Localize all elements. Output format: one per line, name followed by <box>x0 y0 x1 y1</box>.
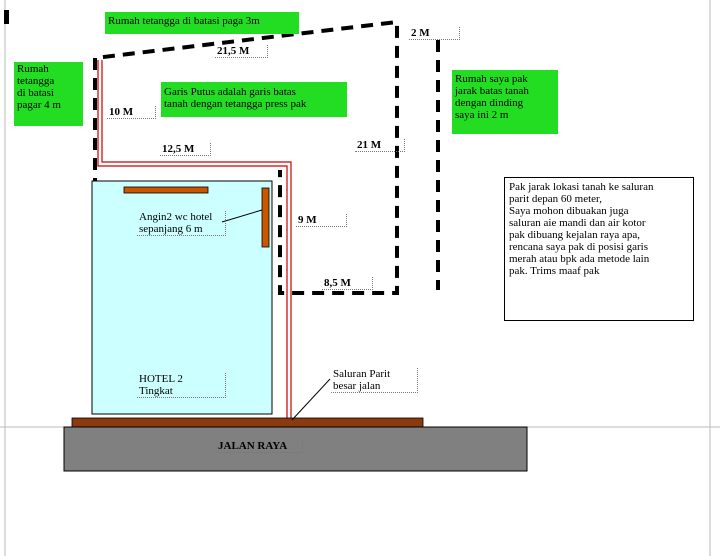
label-channel-line: besar jalan <box>333 380 381 392</box>
label-dashed-note-line: tanah dengan tetangga press pak <box>164 98 307 110</box>
label-hotel-line: Tingkat <box>139 385 173 397</box>
label-road: JALAN RAYA <box>216 440 303 453</box>
note-line: saluran aie mandi dan air kotor <box>509 217 646 229</box>
dim-12-5: 12,5 M <box>160 143 211 156</box>
drainage-channel <box>71 417 424 428</box>
wc-vent-vertical <box>261 187 270 248</box>
note-line: parit depan 60 meter, <box>509 193 603 205</box>
dim-21: 21 M <box>355 139 405 152</box>
wc-vent-horizontal <box>123 186 209 194</box>
boundary-dashed-line <box>93 19 399 410</box>
label-left-neighbor: Rumah tetangga di batasi pagar 4 m <box>14 62 83 126</box>
label-left-neighbor-line: Rumah <box>17 63 49 75</box>
label-wc-vent: Angin2 wc hotel sepanjang 6 m <box>137 211 226 236</box>
label-wc-vent-line: Angin2 wc hotel <box>139 211 213 223</box>
label-right-house-line: saya ini 2 m <box>455 109 509 121</box>
label-right-house-line: dengan dinding <box>455 97 524 109</box>
label-top-neighbor-text: Rumah tetangga di batasi paga 3m <box>108 15 260 27</box>
planned-drain-line-outer <box>97 60 288 418</box>
label-top-neighbor: Rumah tetangga di batasi paga 3m <box>105 12 299 34</box>
dim-10: 10 M <box>107 106 156 119</box>
note-line: pak dibuang kejalan raya apa, <box>509 229 641 241</box>
label-dashed-note: Garis Putus adalah garis batas tanah den… <box>161 82 347 117</box>
label-right-house-line: Rumah saya pak <box>455 73 528 85</box>
channel-arrow <box>291 378 331 421</box>
label-left-neighbor-line: pagar 4 m <box>17 99 61 111</box>
note-line: merah atau bpk ada metode lain <box>509 253 650 265</box>
note-line: rencana saya pak di posisi garis <box>509 241 648 253</box>
note-line: pak. Trims maaf pak <box>509 265 600 277</box>
note-line: Pak jarak lokasi tanah ke saluran <box>509 181 654 193</box>
label-channel: Saluran Parit besar jalan <box>331 368 418 393</box>
dim-2: 2 M <box>409 27 460 40</box>
label-channel-line: Saluran Parit <box>333 368 391 380</box>
dim-21-5: 21,5 M <box>215 45 268 58</box>
label-left-neighbor-line: tetangga <box>17 75 55 87</box>
label-hotel: HOTEL 2 Tingkat <box>137 373 226 398</box>
note-line: Saya mohon dibuakan juga <box>509 205 629 217</box>
label-dashed-note-line: Garis Putus adalah garis batas <box>164 86 296 98</box>
road <box>63 426 528 472</box>
label-right-house: Rumah saya pak jarak batas tanah dengan … <box>452 70 558 134</box>
label-right-house-line: jarak batas tanah <box>455 85 529 97</box>
wc-arrow <box>221 209 263 223</box>
label-left-neighbor-line: di batasi <box>17 87 54 99</box>
label-wc-vent-line: sepanjang 6 m <box>139 223 203 235</box>
dim-9: 9 M <box>296 214 347 227</box>
hotel-building <box>91 180 273 415</box>
dim-8-5: 8,5 M <box>322 277 373 290</box>
planned-drain-line-inner <box>101 60 292 418</box>
corner-mark <box>4 10 9 24</box>
note-box: Pak jarak lokasi tanah ke saluran parit … <box>504 177 694 321</box>
label-hotel-line: HOTEL 2 <box>139 373 183 385</box>
